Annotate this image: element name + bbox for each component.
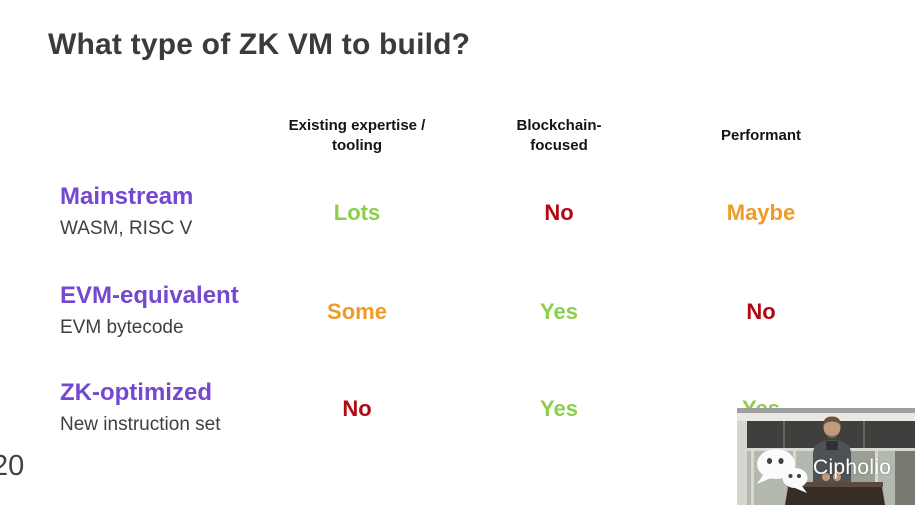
podium-top: [787, 482, 883, 487]
watermark-text: Cipholio: [813, 456, 892, 479]
table-row-evm-equivalent: EVM-equivalent EVM bytecode Some Yes No: [0, 281, 915, 351]
podium-body: [785, 487, 885, 505]
shirt: [826, 441, 838, 450]
column-header-performant: Performant: [720, 126, 802, 144]
left-pillar: [737, 421, 747, 505]
column-header-expertise: Existing expertise / tooling: [288, 116, 426, 154]
cell-value: Yes: [540, 396, 578, 421]
mullion-vertical: [751, 451, 754, 505]
row-sublabel: New instruction set: [60, 414, 221, 435]
wechat-logo-icon: [757, 449, 808, 493]
roof-edge: [737, 408, 915, 413]
hand: [822, 473, 830, 481]
window-frame: [863, 421, 865, 448]
row-label: EVM-equivalent: [60, 282, 239, 309]
roof-fascia: [737, 413, 915, 421]
cell-value: Yes: [540, 299, 578, 324]
row-label-block: EVM-equivalent EVM bytecode: [60, 281, 239, 340]
cell-value: Some: [327, 299, 387, 324]
mullion-vertical: [875, 451, 878, 505]
page-number: 20: [0, 450, 25, 482]
table-header-row: Existing expertise / tooling Blockchain-…: [0, 110, 915, 162]
glass-pane-darker: [895, 451, 915, 505]
cell-value: No: [746, 299, 776, 324]
row-sublabel: EVM bytecode: [60, 317, 184, 338]
cell-value: No: [544, 200, 574, 225]
table-row-mainstream: Mainstream WASM, RISC V Lots No Maybe: [0, 182, 915, 252]
speaker-video-overlay: Cipholio: [737, 408, 915, 505]
window-frame: [783, 421, 785, 448]
column-header-blockchain: Blockchain- focused: [516, 116, 602, 154]
cell-value: No: [342, 396, 372, 421]
row-label-block: ZK-optimized New instruction set: [60, 378, 221, 437]
row-label-block: Mainstream WASM, RISC V: [60, 182, 193, 241]
row-label: Mainstream: [60, 183, 194, 210]
cell-value: Lots: [333, 200, 381, 225]
hand: [833, 473, 841, 481]
podium: [785, 482, 885, 505]
cell-value: Maybe: [726, 200, 796, 225]
watermark: Cipholio: [751, 442, 915, 498]
slide-title: What type of ZK VM to build?: [48, 28, 471, 61]
speaker-person: [813, 416, 851, 488]
row-label: ZK-optimized: [60, 379, 212, 406]
row-sublabel: WASM, RISC V: [60, 218, 193, 239]
hair: [823, 416, 841, 425]
beard: [825, 432, 839, 439]
